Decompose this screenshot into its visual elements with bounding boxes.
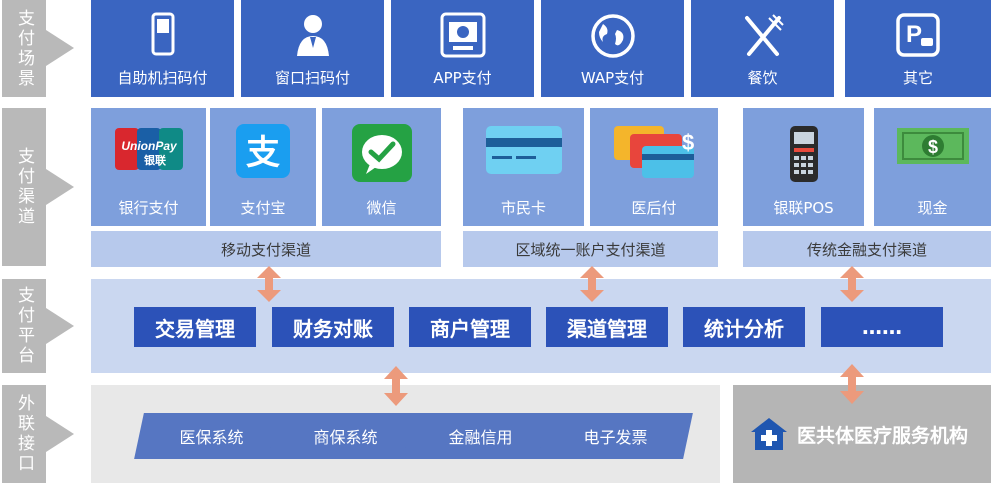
channel-wechat: 微信 bbox=[322, 108, 441, 226]
scene-other: P 其它 bbox=[845, 0, 991, 97]
double-arrow bbox=[840, 266, 864, 302]
channel-label: 市民卡 bbox=[500, 199, 546, 217]
interface-item: 医保系统 bbox=[179, 428, 244, 447]
fork-knife-icon bbox=[744, 14, 784, 56]
platform-module: 交易管理 bbox=[134, 307, 256, 347]
interface-item: 金融信用 bbox=[448, 428, 513, 447]
channel-group-regional: 区域统一账户支付渠道 bbox=[463, 231, 718, 267]
medical-institution-box: 医共体医疗服务机构 bbox=[733, 385, 991, 483]
card-dollar-icon: $ bbox=[614, 126, 694, 178]
svg-text:银联: 银联 bbox=[144, 153, 166, 167]
scene-dining: 餐饮 bbox=[691, 0, 834, 97]
interface-item: 商保系统 bbox=[313, 428, 378, 447]
double-arrow bbox=[580, 266, 604, 302]
scene-label: 窗口扫码付 bbox=[274, 69, 350, 87]
card-icon bbox=[485, 126, 562, 174]
medical-institution-label: 医共体医疗服务机构 bbox=[797, 424, 969, 447]
row-label-channel: 支付渠道 bbox=[0, 108, 80, 266]
channel-cash: $ 现金 bbox=[874, 108, 991, 226]
channel-citizen-card: 市民卡 bbox=[463, 108, 584, 226]
channel-label: 银行支付 bbox=[118, 199, 179, 217]
svg-text:$: $ bbox=[682, 130, 694, 155]
channel-unionpay-pos: 银联POS bbox=[743, 108, 864, 226]
channel-label: 现金 bbox=[917, 199, 948, 217]
row-label-interface-text: 外联接口 bbox=[14, 394, 34, 474]
cash-icon: $ bbox=[896, 128, 969, 164]
scene-label: APP支付 bbox=[433, 69, 492, 87]
channel-bank: UnionPay 银联 银行支付 bbox=[91, 108, 206, 226]
channel-alipay: 支 支付宝 bbox=[210, 108, 316, 226]
scene-label: WAP支付 bbox=[580, 69, 645, 87]
scene-wap: WAP支付 bbox=[541, 0, 684, 97]
svg-text:P: P bbox=[906, 21, 922, 48]
double-arrow bbox=[840, 364, 864, 404]
row-label-scene: 支付场景 bbox=[0, 0, 80, 97]
channel-postpay: $ 医后付 bbox=[590, 108, 718, 226]
channel-label: 微信 bbox=[366, 199, 397, 217]
parking-icon: P bbox=[896, 13, 940, 57]
row-label-interface: 外联接口 bbox=[0, 385, 80, 483]
scene-cashier: 窗口扫码付 bbox=[241, 0, 384, 97]
wechat-icon bbox=[351, 124, 412, 182]
channel-group-mobile: 移动支付渠道 bbox=[91, 231, 441, 267]
row-label-platform-text: 支付平台 bbox=[14, 286, 34, 366]
channel-label: 支付宝 bbox=[240, 199, 286, 217]
channel-group-traditional: 传统金融支付渠道 bbox=[743, 231, 991, 267]
scene-app: APP支付 bbox=[391, 0, 534, 97]
scene-label: 餐饮 bbox=[747, 69, 778, 87]
platform-module: …… bbox=[821, 307, 943, 347]
scene-label: 自助机扫码付 bbox=[117, 69, 208, 87]
platform-module: 统计分析 bbox=[683, 307, 805, 347]
scene-label: 其它 bbox=[902, 69, 933, 87]
row-label-scene-text: 支付场景 bbox=[14, 8, 34, 89]
svg-text:UnionPay: UnionPay bbox=[121, 139, 178, 153]
channel-label: 医后付 bbox=[631, 199, 677, 217]
interface-item: 电子发票 bbox=[583, 428, 648, 447]
scene-kiosk: 自助机扫码付 bbox=[91, 0, 234, 97]
row-label-channel-text: 支付渠道 bbox=[14, 147, 34, 227]
double-arrow bbox=[257, 266, 281, 302]
row-label-platform: 支付平台 bbox=[0, 279, 80, 373]
kiosk-icon bbox=[151, 12, 174, 56]
channel-label: 银联POS bbox=[773, 199, 834, 217]
platform-module: 财务对账 bbox=[272, 307, 394, 347]
unionpay-icon: UnionPay 银联 bbox=[114, 128, 183, 170]
svg-text:$: $ bbox=[927, 137, 937, 157]
svg-text:支: 支 bbox=[246, 133, 280, 173]
pos-icon bbox=[789, 126, 818, 182]
alipay-icon: 支 bbox=[236, 124, 290, 178]
cashier-icon bbox=[296, 15, 329, 56]
globe-icon bbox=[590, 14, 635, 58]
app-icon bbox=[440, 12, 485, 58]
platform-module: 渠道管理 bbox=[546, 307, 668, 347]
platform-module: 商户管理 bbox=[409, 307, 531, 347]
double-arrow bbox=[384, 366, 408, 406]
hospital-icon bbox=[751, 418, 787, 450]
